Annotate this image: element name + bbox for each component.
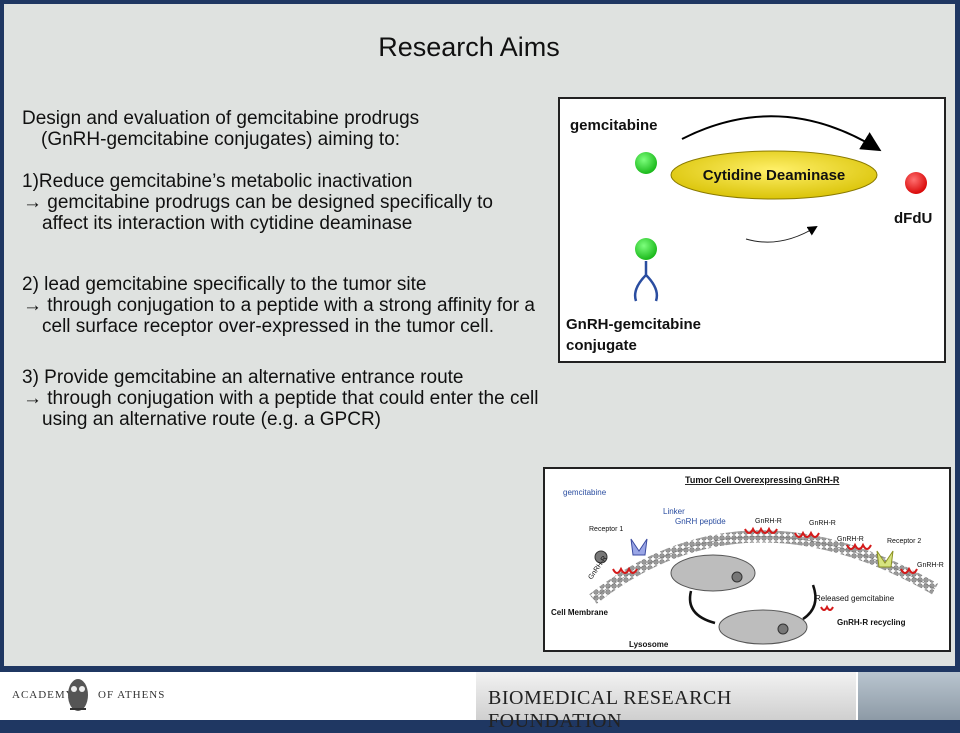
aim-1-title: 1)Reduce gemcitabine’s metabolic inactiv…	[22, 171, 413, 192]
aim-1-detail: → gemcitabine prodrugs can be designed s…	[23, 192, 493, 234]
gnrh-r-text-1: GnRH-R	[755, 518, 782, 525]
cytidine-deaminase-enzyme	[670, 150, 878, 200]
deaminase-diagram: gemcitabine Cytidine Deaminase dFdU GnRH…	[558, 97, 946, 363]
linker-text: Linker	[663, 507, 685, 516]
conjugated-gemcitabine-molecule	[635, 238, 657, 260]
released-gemcitabine-text: Released gemcitabine	[815, 594, 895, 603]
intro-line-1: Design and evaluation of gemcitabine pro…	[22, 108, 420, 129]
conjugate-label-line-2: conjugate	[566, 337, 637, 354]
academy-left-text: ACADEMY	[12, 689, 75, 701]
aim-3-title: 3) Provide gemcitabine an alternative en…	[22, 367, 464, 388]
gnrh-peptide-text: GnRH peptide	[675, 517, 726, 526]
gnrh-r-text-4: GnRH-R	[917, 562, 944, 569]
intro-line-2: (GnRH-gemcitabine conjugates) aiming to:	[41, 129, 401, 150]
cell-diagram-title: Tumor Cell Overexpressing GnRH-R	[685, 475, 840, 485]
dfdu-label: dFdU	[894, 210, 932, 227]
gemcitabine-label: gemcitabine	[570, 117, 658, 134]
aim-3-detail: → through conjugation with a peptide tha…	[23, 388, 539, 430]
gnrh-r-recycling-text: GnRH-R recycling	[837, 618, 906, 627]
enzyme-label: Cytidine Deaminase	[703, 167, 846, 184]
receptor-1	[630, 538, 648, 556]
foundation-name: BIOMEDICAL RESEARCH FOUNDATION	[488, 687, 732, 732]
reduced-conversion-arrow	[745, 225, 818, 243]
receptor-2-text: Receptor 2	[887, 538, 921, 545]
foundation-banner: BIOMEDICAL RESEARCH FOUNDATION	[476, 672, 856, 732]
academy-right-text: OF ATHENS	[98, 689, 166, 701]
conversion-arrow	[681, 115, 882, 152]
cell-membrane-text: Cell Membrane	[551, 608, 608, 617]
gnrh-receptors	[612, 526, 918, 611]
footer: ACADEMY OF ATHENS BIOMEDICAL RESEARCH FO…	[0, 672, 960, 732]
aim-2-title: 2) lead gemcitabine specifically to the …	[22, 274, 427, 295]
lysosome-body	[718, 609, 808, 645]
gemcitabine-molecule	[635, 152, 657, 174]
aim-2-detail: → through conjugation to a peptide with …	[23, 295, 535, 337]
building-photo	[858, 672, 960, 720]
tumor-cell-diagram: Tumor Cell Overexpressing GnRH-R	[543, 467, 951, 652]
academy-emblem-icon	[64, 675, 92, 720]
aims-text: Design and evaluation of gemcitabine pro…	[22, 108, 542, 430]
slide-title: Research Aims	[378, 32, 560, 62]
lysosome-text: Lysosome	[629, 640, 669, 649]
endosome	[670, 554, 756, 592]
gnrh-r-text-3: GnRH-R	[837, 536, 864, 543]
slide-content-area: Research Aims Design and evaluation of g…	[4, 4, 955, 666]
dfdu-molecule	[905, 172, 927, 194]
receptor-2	[876, 550, 894, 568]
gnrh-r-text-2: GnRH-R	[809, 520, 836, 527]
receptor-1-text: Receptor 1	[589, 526, 623, 533]
gnrh-peptide-linker	[633, 261, 659, 302]
conjugate-label-line-1: GnRH-gemcitabine	[566, 316, 701, 333]
gemcitabine-text: gemcitabine	[563, 488, 607, 497]
